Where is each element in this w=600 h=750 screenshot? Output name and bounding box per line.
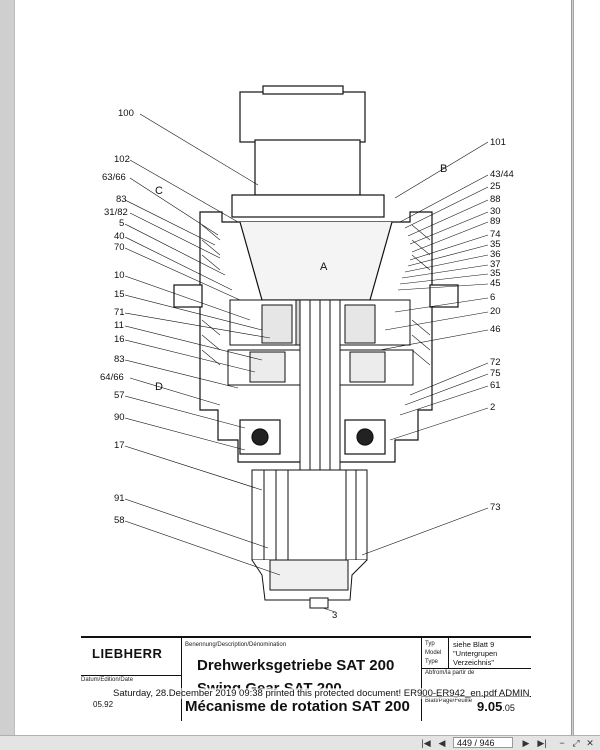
next-page-edge	[573, 0, 600, 735]
callout-text: 100	[118, 108, 134, 119]
last-page-icon[interactable]: ▶|	[537, 738, 547, 748]
callout-text: 83	[116, 194, 127, 205]
edition-date: 05.92	[93, 700, 114, 709]
callout-text: 43/44	[490, 169, 514, 180]
callout-text: 101	[490, 137, 506, 148]
section-letter: C	[155, 185, 163, 197]
callouts-right: 101 43/44 25 88 30 89 74 35 36 37 35 45 …	[490, 137, 514, 513]
output-pinion	[251, 469, 368, 609]
callout-text: 71	[114, 307, 125, 318]
motor-housing	[231, 85, 385, 218]
description-line-de: Drehwerksgetriebe SAT 200	[197, 657, 395, 674]
abfrom-label: Abfrom/la partir de	[425, 670, 475, 676]
swing-gear-drawing: 102 63/66 83 31/82 5 40 70 10 15 71 11 1…	[100, 85, 514, 621]
typ-label: Typ	[425, 641, 435, 647]
callout-text: 3	[332, 610, 337, 621]
callout-text: 83	[114, 354, 125, 365]
callout-text: 16	[114, 334, 125, 345]
bearings	[239, 419, 386, 455]
callout-text: 102	[114, 154, 130, 165]
callout-text: 57	[114, 390, 125, 401]
callout-text: 64/66	[100, 372, 124, 383]
callout-text: 37	[490, 259, 501, 270]
callout-text: 89	[490, 216, 501, 227]
title-block: LIEBHERR Benennung/Description/Dénominat…	[81, 636, 531, 721]
callout-text: 30	[490, 206, 501, 217]
page-number-field[interactable]: 449 / 946	[453, 737, 513, 748]
type-value: Verzeichnis"	[453, 658, 495, 667]
callout-text: 5	[119, 218, 124, 229]
callout-text: 36	[490, 249, 501, 260]
fullscreen-icon[interactable]: ⤢	[572, 738, 580, 748]
zoom-out-icon[interactable]: −	[559, 738, 565, 748]
section-letter: D	[155, 381, 163, 393]
description-line-en: Swing Gear SAT 200	[197, 680, 342, 689]
close-icon[interactable]: ✕	[586, 738, 594, 748]
sheet-number: 9.05.05	[477, 699, 515, 714]
liebherr-logo: LIEBHERR	[92, 646, 163, 661]
callout-text: 58	[114, 515, 125, 526]
callout-text: 35	[490, 268, 501, 279]
next-page-icon[interactable]: ▶	[522, 738, 530, 748]
callouts-left: 102 63/66 83 31/82 5 40 70 10 15 71 11 1…	[100, 154, 130, 526]
callout-text: 75	[490, 368, 501, 379]
callout-text: 70	[114, 242, 125, 253]
callout-text: 2	[490, 402, 495, 413]
callout-text: 63/66	[102, 172, 126, 183]
section-letter: B	[440, 163, 447, 175]
description-line-fr: Mécanisme de rotation SAT 200	[185, 698, 410, 715]
callout-text: 72	[490, 357, 501, 368]
callout-text: 91	[114, 493, 125, 504]
sheet-label: Blatt/Page/Feuille	[425, 698, 473, 704]
callout-text: 25	[490, 181, 501, 192]
viewer-toolbar: |◀ ◀ 449 / 946 ▶ ▶| − ⤢ ✕	[0, 735, 600, 750]
leader-lines-right	[361, 141, 489, 556]
callout-text: 74	[490, 229, 501, 240]
callout-text: 46	[490, 324, 501, 335]
callout-text: 10	[114, 270, 125, 281]
callout-text: 90	[114, 412, 125, 423]
leader-lines-left	[124, 113, 281, 576]
callout-text: 35	[490, 239, 501, 250]
callout-text: 17	[114, 440, 125, 451]
callout-text: 11	[114, 320, 124, 331]
callout-text: 40	[114, 231, 125, 242]
prev-page-icon[interactable]: ◀	[438, 738, 446, 748]
callout-text: 88	[490, 194, 501, 205]
first-page-icon[interactable]: |◀	[421, 738, 431, 748]
edition-label: Datum/Edition/Date	[81, 677, 134, 683]
model-label: Model	[425, 650, 442, 656]
type-label: Type	[425, 659, 439, 665]
callout-text: 6	[490, 292, 495, 303]
typ-value: siehe Blatt 9	[453, 640, 495, 649]
callout-text: 73	[490, 502, 501, 513]
callout-text: 45	[490, 278, 501, 289]
description-label: Benennung/Description/Dénomination	[185, 642, 287, 648]
callout-text: 20	[490, 306, 501, 317]
callout-text: 15	[114, 289, 125, 300]
callout-text: 61	[490, 380, 501, 391]
model-value: "Untergrupen	[453, 649, 498, 658]
print-notice: Saturday, 28.December 2019 09:38 printed…	[113, 688, 530, 699]
callout-text: 31/82	[104, 207, 128, 218]
section-letter: A	[320, 261, 328, 273]
